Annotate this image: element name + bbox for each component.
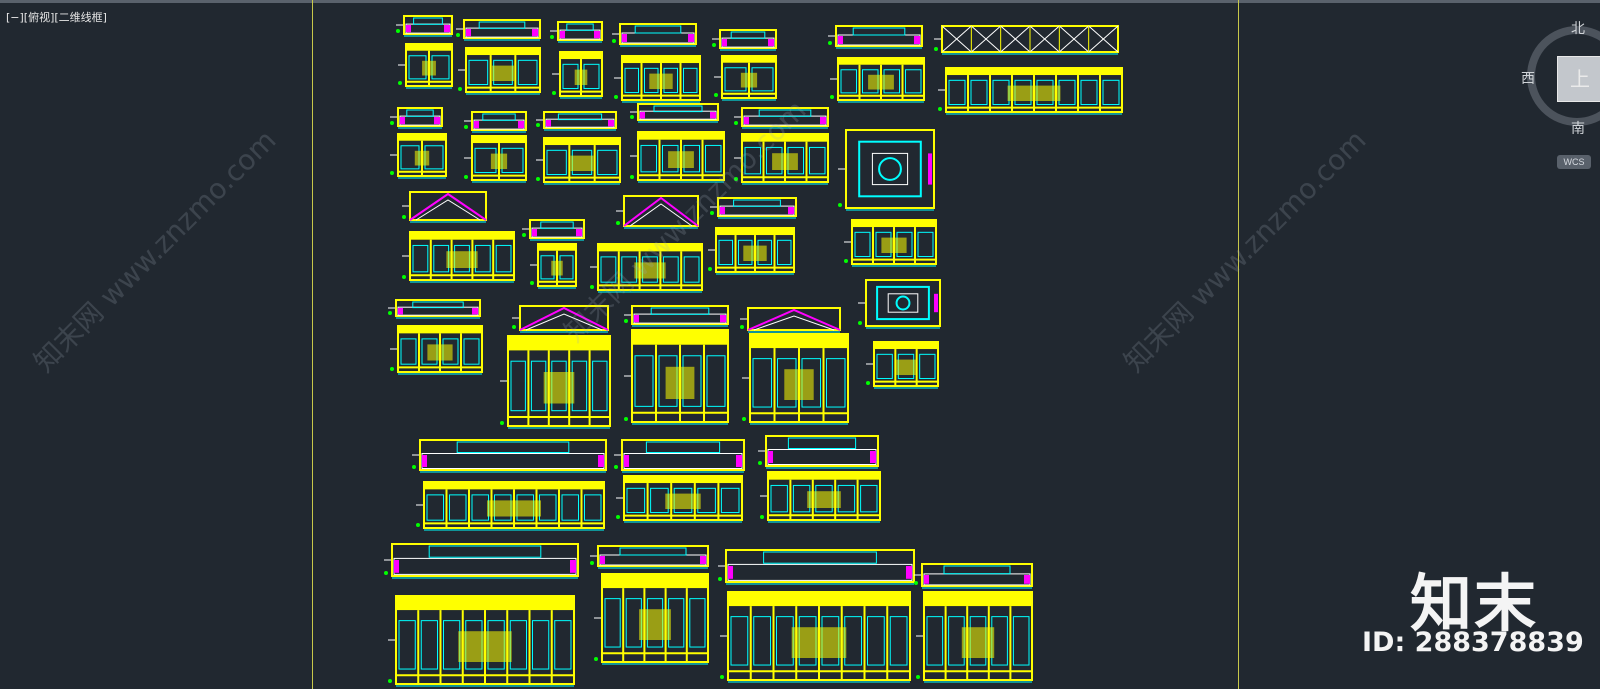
image-id-watermark: ID: 288378839 [1362,627,1584,658]
elevation-drawing[interactable] [826,24,928,50]
elevation-drawing[interactable] [388,106,448,130]
elevation-drawing[interactable] [414,480,610,532]
elevation-drawing[interactable] [462,110,532,134]
elevation-drawing[interactable] [732,106,834,130]
elevation-drawing[interactable] [828,56,930,104]
elevation-drawing[interactable] [716,548,920,586]
elevation-drawing[interactable] [614,474,748,524]
elevation-drawing[interactable] [400,190,492,224]
layout-boundary-line [312,0,313,689]
elevation-drawing[interactable] [548,20,608,44]
wcs-menu-button[interactable]: WCS [1557,155,1591,169]
compass-ring[interactable] [1527,26,1600,126]
elevation-drawing[interactable] [388,132,452,180]
elevation-drawing[interactable] [622,304,734,328]
elevation-drawing[interactable] [520,218,590,242]
elevation-drawing[interactable] [836,128,940,212]
elevation-drawing[interactable] [454,18,546,42]
elevation-drawing[interactable] [740,332,854,426]
elevation-drawing[interactable] [718,590,916,684]
compass-west-label[interactable]: 西 [1521,71,1535,87]
elevation-drawing[interactable] [614,194,704,230]
elevation-drawing[interactable] [382,542,584,580]
viewport-controls-label[interactable]: [−][俯视][二维线框] [6,11,107,24]
elevation-drawing[interactable] [612,54,706,104]
elevation-drawing[interactable] [400,230,520,284]
elevation-drawing[interactable] [462,134,532,184]
elevation-drawing[interactable] [394,14,458,38]
elevation-drawing[interactable] [756,434,884,470]
brand-watermark: 知末 [1410,567,1539,640]
elevation-drawing[interactable] [386,594,580,688]
elevation-drawing[interactable] [932,24,1124,56]
elevation-drawing[interactable] [758,470,886,524]
elevation-drawing[interactable] [386,298,486,320]
compass-north-label[interactable]: 北 [1571,21,1585,37]
elevation-drawing[interactable] [622,328,734,426]
viewcube[interactable]: 上 北 西 南 [1505,18,1600,138]
elevation-drawing[interactable] [708,196,802,220]
elevation-drawing[interactable] [864,340,944,390]
compass-south-label[interactable]: 南 [1571,121,1585,137]
viewcube-top-face[interactable]: 上 [1557,56,1600,102]
elevation-drawing[interactable] [456,46,546,96]
elevation-drawing[interactable] [388,324,488,376]
watermark-text: 知末网 www.znzmo.com [1117,123,1373,379]
elevation-drawing[interactable] [510,304,614,334]
layout-boundary-line [1238,0,1239,689]
elevation-drawing[interactable] [710,28,782,52]
elevation-drawing[interactable] [628,102,724,124]
elevation-drawing[interactable] [912,562,1038,590]
elevation-drawing[interactable] [534,136,626,186]
elevation-drawing[interactable] [592,572,714,666]
elevation-drawing[interactable] [588,242,708,294]
elevation-drawing[interactable] [842,218,942,268]
elevation-drawing[interactable] [610,22,702,48]
elevation-drawing[interactable] [732,132,834,186]
elevation-drawing[interactable] [936,66,1128,116]
elevation-drawing[interactable] [628,130,730,184]
elevation-drawing[interactable] [410,438,612,474]
watermark-text: 知末网 www.znzmo.com [27,123,283,379]
elevation-drawing[interactable] [528,242,582,290]
elevation-drawing[interactable] [534,110,622,132]
elevation-drawing[interactable] [738,306,846,334]
elevation-drawing[interactable] [712,54,782,102]
elevation-drawing[interactable] [396,42,458,90]
elevation-drawing[interactable] [588,544,714,570]
elevation-drawing[interactable] [550,50,608,100]
elevation-drawing[interactable] [612,438,750,474]
elevation-drawing[interactable] [914,590,1038,684]
elevation-drawing[interactable] [856,278,946,330]
elevation-drawing[interactable] [706,226,800,276]
elevation-drawing[interactable] [498,334,616,430]
viewport-top-border [0,0,1600,3]
